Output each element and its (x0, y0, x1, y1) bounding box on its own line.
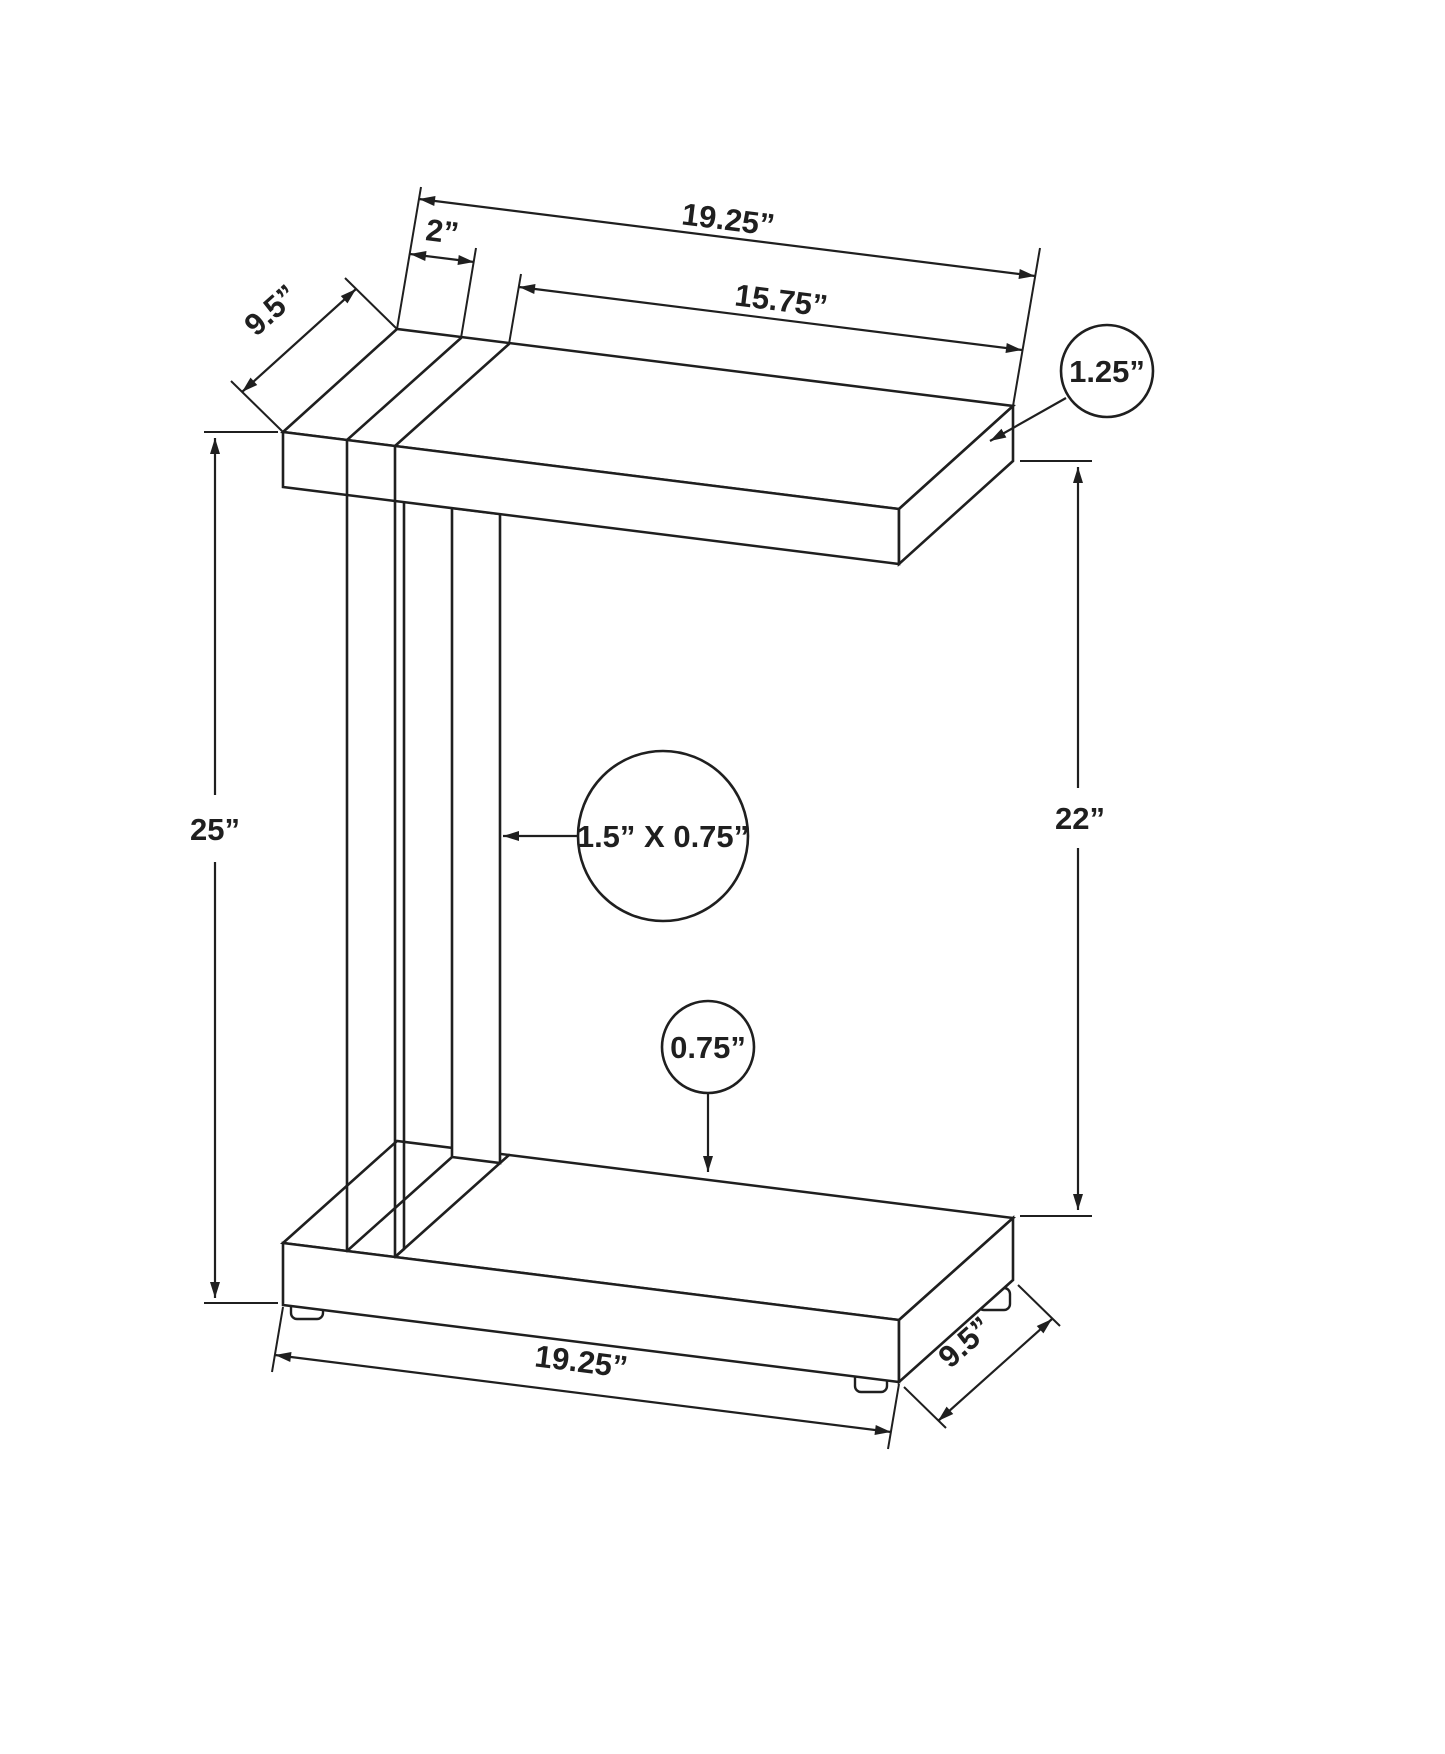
dimension-label: 22” (1055, 801, 1105, 836)
dimension-line (241, 288, 357, 393)
extension-line (1012, 247, 1041, 407)
dimension-label: 0.75” (670, 1030, 746, 1065)
dimension-line (937, 1318, 1053, 1422)
extension-line (396, 186, 422, 330)
top-frame-band-line-right (393, 342, 511, 448)
dimension-line (409, 251, 475, 265)
extension-line (271, 1306, 284, 1373)
tabletop (280, 327, 1016, 1259)
extension-line (887, 1383, 900, 1450)
dim-overall-height: 25” (190, 431, 278, 1304)
leader-line (989, 397, 1067, 442)
base-frame-band-line-right (393, 1153, 511, 1259)
extension-line (903, 1386, 947, 1429)
extension-line (344, 277, 398, 330)
extension-line (1017, 1284, 1061, 1327)
base-right-face (897, 1215, 1015, 1385)
dimension-label: 1.5” X 0.75” (577, 819, 749, 854)
extension-line (508, 273, 522, 345)
tabletop-right-face (897, 403, 1015, 567)
top-frame-band-line-left (345, 336, 463, 442)
dim-top-overhang: 15.75” (508, 273, 1023, 353)
extension-line (230, 380, 284, 433)
dimension-label: 19.25” (680, 196, 777, 242)
callout-circle (1059, 323, 1155, 419)
table-base (280, 1139, 1016, 1394)
callout-circle (576, 749, 750, 923)
back-leg (450, 506, 502, 1165)
dimension-label: 2” (424, 212, 461, 251)
dimension-line (418, 196, 1036, 279)
dimension-label: 9.5” (237, 278, 304, 343)
dim-clearance-height: 22” (1020, 460, 1105, 1217)
dimension-label: 25” (190, 812, 240, 847)
callout-circle (660, 999, 756, 1095)
front-leg-bottom-edge (393, 1247, 406, 1259)
dimension-label: 1.25” (1069, 354, 1145, 389)
callout-base-frame: 0.75” (660, 999, 756, 1172)
dimension-label: 15.75” (733, 277, 830, 323)
dim-edge-to-leg: 2” (409, 212, 477, 339)
callout-top-thickness: 1.25” (989, 323, 1155, 442)
callout-leg-tube: 1.5” X 0.75” (503, 749, 750, 923)
dimension-line (274, 1352, 892, 1435)
dimension-line (518, 284, 1023, 353)
